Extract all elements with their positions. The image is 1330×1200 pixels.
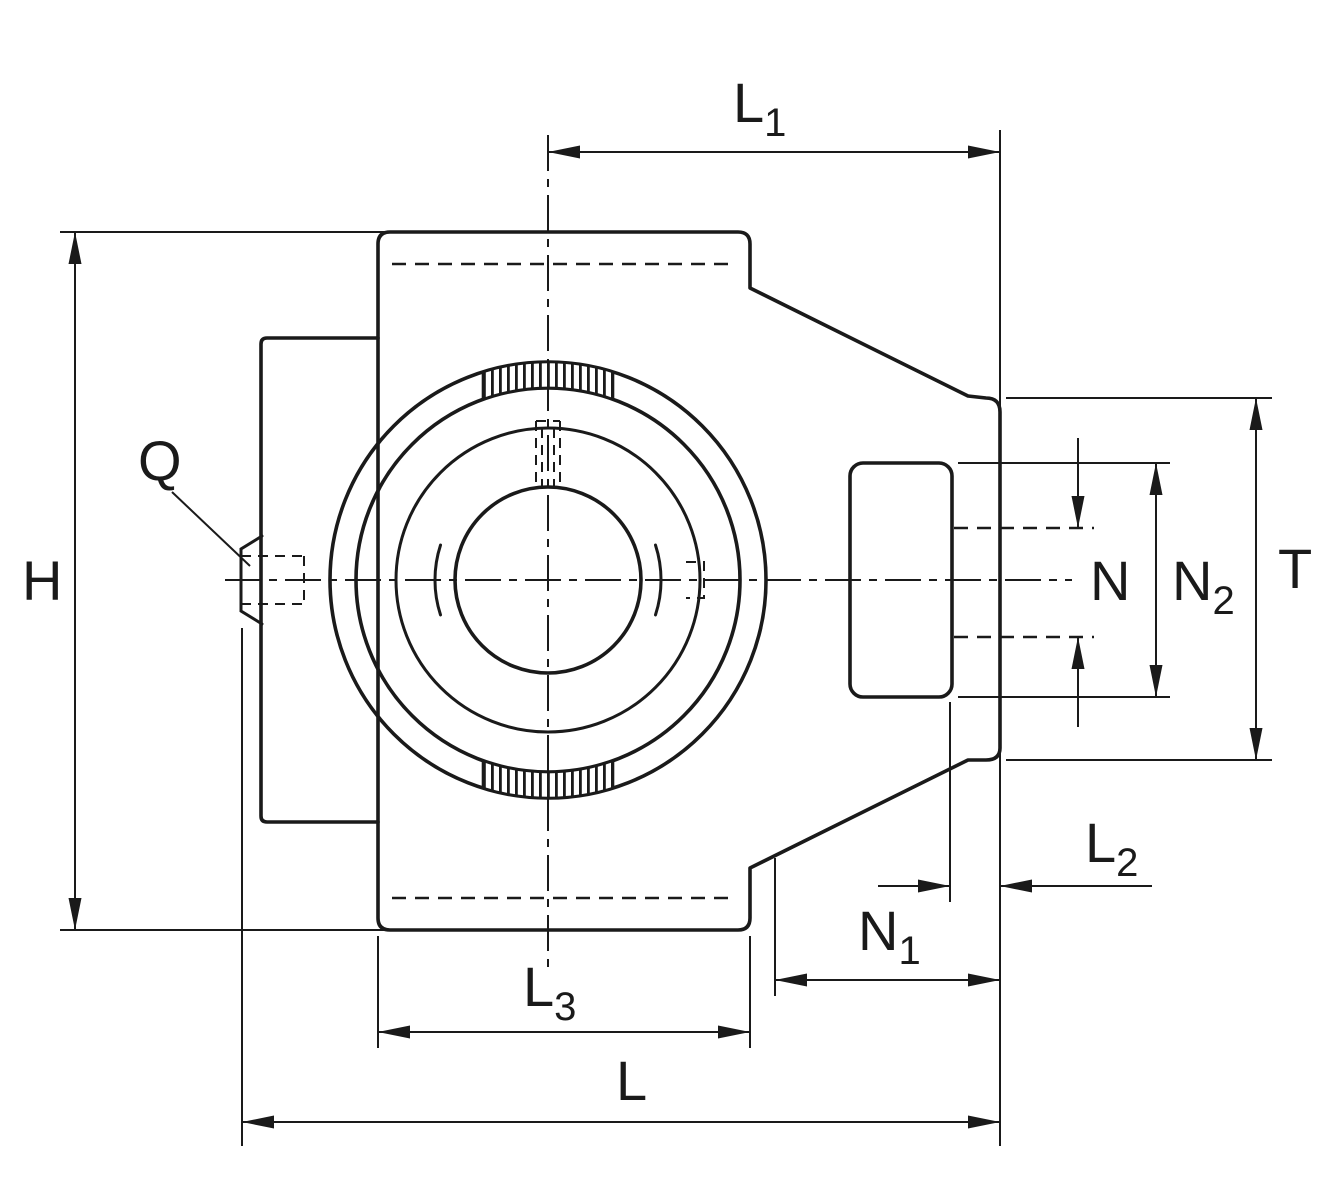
- dimension-h: H: [22, 231, 386, 931]
- dimension-n1: N1: [774, 858, 1000, 996]
- dim-label-l3: L3: [523, 955, 576, 1029]
- bore-circle: [453, 485, 643, 675]
- left-guide-block: [259, 336, 380, 824]
- housing-body: [239, 230, 1094, 932]
- dim-label-t: T: [1278, 537, 1312, 600]
- dim-label-h: H: [22, 549, 62, 612]
- bearing: [328, 360, 768, 800]
- dimension-l3: L3: [377, 936, 751, 1048]
- setscrew-hidden-side: [686, 561, 705, 599]
- dimension-n: N: [1071, 438, 1130, 727]
- dimension-l2: L2: [878, 702, 1152, 902]
- dimensions: L1 H Q T N2: [22, 71, 1312, 1146]
- seal-band-bottom: [481, 758, 615, 800]
- dim-label-n: N: [1090, 549, 1130, 612]
- seal-band-top: [481, 360, 615, 402]
- dim-label-l1: L1: [733, 71, 786, 145]
- dim-label-l2: L2: [1085, 811, 1138, 885]
- leader-line-q: [171, 491, 251, 567]
- dim-label-l: L: [616, 1049, 647, 1112]
- seat-arc-right: [654, 543, 663, 617]
- centerlines: [225, 135, 1072, 970]
- dim-label-n2: N2: [1172, 549, 1235, 623]
- dimension-l: L: [241, 628, 1000, 1146]
- seat-arc-left: [433, 543, 442, 617]
- dimension-n2: N2: [958, 462, 1235, 698]
- dimension-l1: L1: [548, 71, 1000, 159]
- housing-outline: [376, 230, 1002, 932]
- dimension-t: T: [1006, 397, 1312, 761]
- dim-label-q: Q: [138, 429, 182, 492]
- dimension-q: Q: [138, 429, 251, 567]
- bearing-outer-ring-circle: [394, 426, 702, 734]
- adjuster-pocket: [848, 461, 954, 699]
- dim-label-n1: N1: [858, 899, 921, 973]
- grease-fitting: [239, 534, 264, 626]
